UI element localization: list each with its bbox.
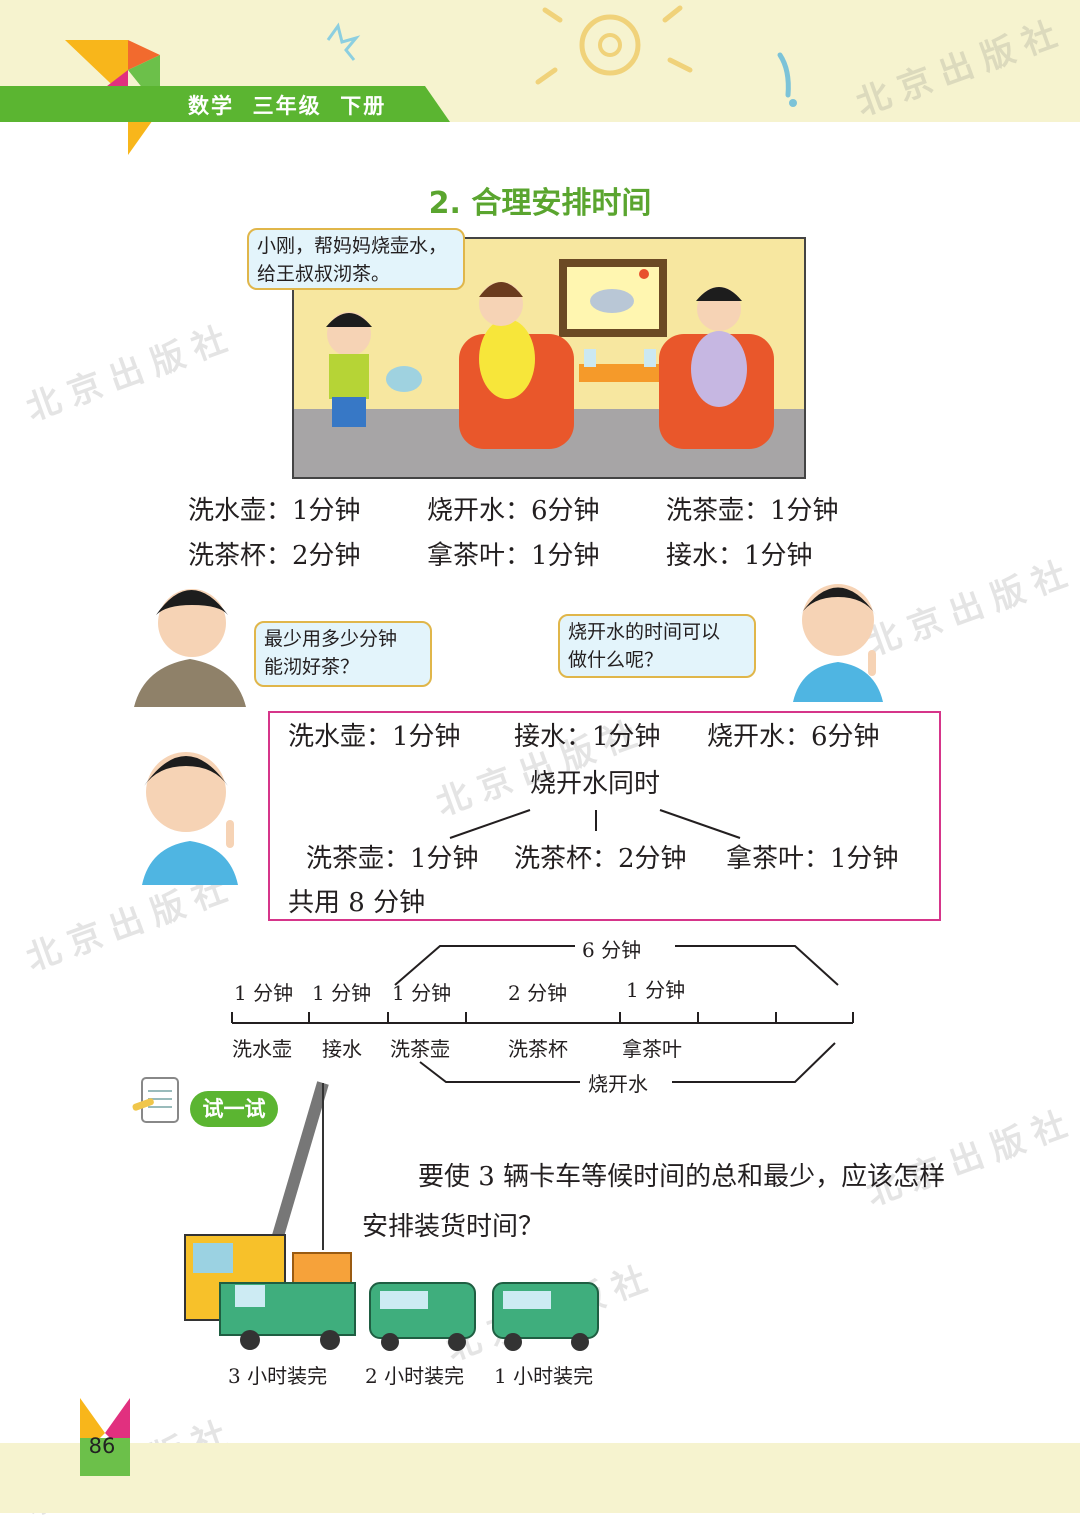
notepad-icon bbox=[132, 1077, 179, 1123]
watermark: 北京出版社 bbox=[20, 316, 242, 430]
timeline-diagram bbox=[231, 945, 854, 1083]
plan-step: 烧开水：6分钟 bbox=[707, 722, 880, 752]
book-title: 数学 三年级 下册 bbox=[188, 94, 387, 118]
page-number: 86 bbox=[88, 1434, 116, 1458]
parallel-label: 烧开水同时 bbox=[530, 769, 661, 799]
boy-portrait bbox=[793, 584, 883, 702]
kettle bbox=[386, 366, 422, 392]
thought-bubble: 烧开水的时间可以 做什么呢？ bbox=[558, 614, 756, 678]
plan-step: 拿茶叶：1分钟 bbox=[726, 844, 899, 874]
task-info: 洗水壶：1分钟 bbox=[188, 496, 361, 526]
duration-label: 1 分钟 bbox=[312, 981, 372, 1005]
task-info: 接水：1分钟 bbox=[666, 541, 813, 571]
truck-label: 3 小时装完 bbox=[228, 1364, 328, 1388]
task-info: 拿茶叶：1分钟 bbox=[427, 541, 600, 571]
timeline-task: 洗茶壶 bbox=[390, 1037, 450, 1061]
timeline-bottom-label: 烧开水 bbox=[588, 1072, 648, 1096]
plan-step: 洗水壶：1分钟 bbox=[288, 722, 461, 752]
plan-step: 洗茶壶：1分钟 bbox=[306, 844, 479, 874]
plan-total: 共用 8 分钟 bbox=[288, 888, 426, 918]
speech-bubble: 小刚，帮妈妈烧壶水， 给王叔叔沏茶。 bbox=[247, 228, 465, 290]
truck-label: 1 小时装完 bbox=[494, 1364, 594, 1388]
coffee-table bbox=[579, 364, 669, 382]
duration-label: 6 分钟 bbox=[582, 938, 642, 962]
timeline-task: 拿茶叶 bbox=[622, 1037, 682, 1061]
duration-label: 1 分钟 bbox=[392, 981, 452, 1005]
truck-label: 2 小时装完 bbox=[365, 1364, 465, 1388]
try-it-badge: 试一试 bbox=[190, 1091, 278, 1127]
crane-and-trucks-illustration bbox=[184, 1081, 599, 1351]
question-text: 最少用多少分钟 能沏好茶？ bbox=[264, 628, 398, 678]
plan-step: 接水：1分钟 bbox=[514, 722, 661, 752]
duration-label: 2 分钟 bbox=[508, 981, 568, 1005]
living-room-illustration bbox=[292, 237, 806, 479]
header-bar bbox=[0, 86, 450, 122]
sun-doodle bbox=[579, 14, 641, 76]
thought-text: 烧开水的时间可以 做什么呢？ bbox=[568, 621, 721, 671]
speech-text: 小刚，帮妈妈烧壶水， 给王叔叔沏茶。 bbox=[257, 235, 448, 285]
page-corner-decoration bbox=[80, 1398, 130, 1476]
timeline-task: 洗茶杯 bbox=[508, 1037, 568, 1061]
question-bubble: 最少用多少分钟 能沏好茶？ bbox=[254, 621, 432, 687]
tangram-piece bbox=[128, 40, 160, 70]
lesson-title: 2. 合理安排时间 bbox=[428, 186, 652, 221]
uncle-portrait bbox=[134, 589, 246, 707]
plan-step: 洗茶杯：2分钟 bbox=[514, 844, 687, 874]
watermark: 北京出版社 bbox=[860, 551, 1080, 665]
task-info: 烧开水：6分钟 bbox=[427, 496, 600, 526]
footer-band bbox=[0, 1443, 1080, 1513]
duration-label: 1 分钟 bbox=[234, 981, 294, 1005]
star-doodle bbox=[326, 22, 361, 61]
task-info: 洗茶杯：2分钟 bbox=[188, 541, 361, 571]
timeline-task: 接水 bbox=[322, 1037, 362, 1061]
try-it-problem: 要使 3 辆卡车等候时间的总和最少，应该怎样安排装货时间？ bbox=[362, 1162, 946, 1242]
task-info: 洗茶壶：1分钟 bbox=[666, 496, 839, 526]
plan-box bbox=[268, 711, 941, 921]
timeline-task: 洗水壶 bbox=[232, 1037, 292, 1061]
boy-portrait bbox=[142, 752, 238, 885]
duration-label: 1 分钟 bbox=[626, 978, 686, 1002]
